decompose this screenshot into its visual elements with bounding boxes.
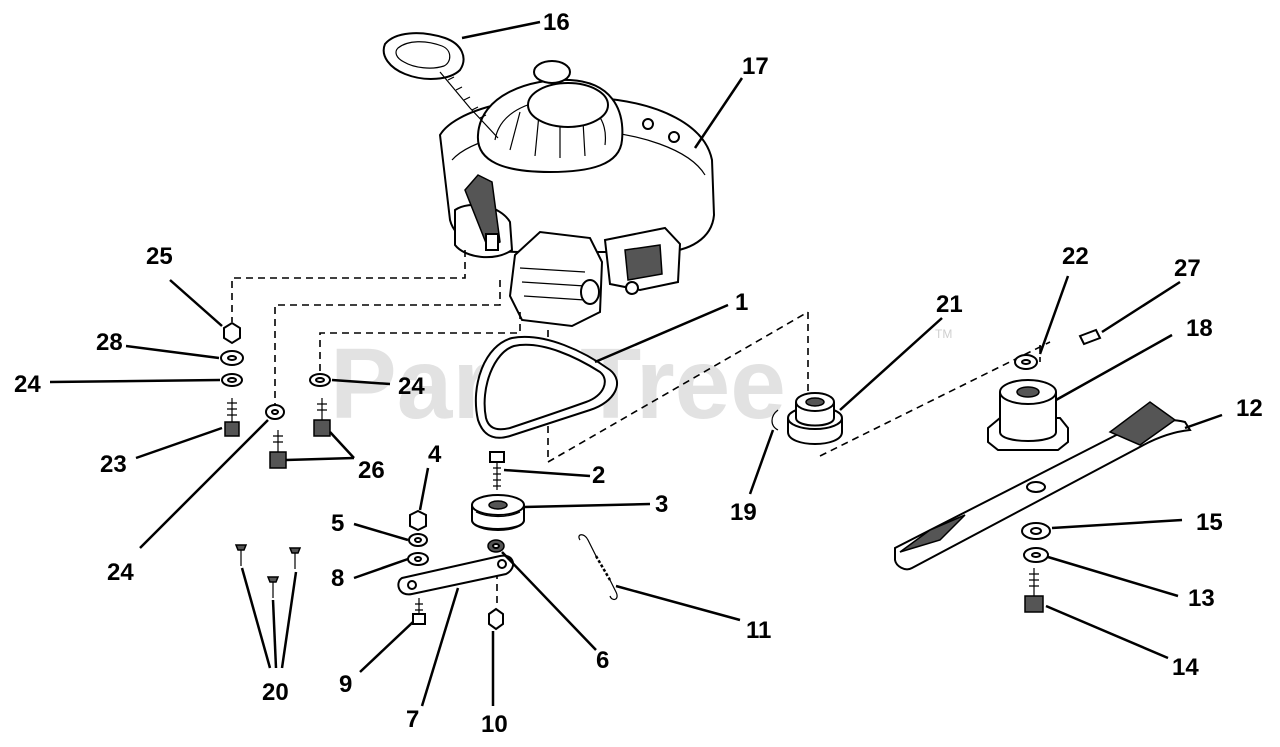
- nut-part-25[interactable]: [223, 321, 241, 345]
- blade-bolt-part-14[interactable]: [1024, 568, 1044, 613]
- screws-part-20[interactable]: [234, 544, 302, 598]
- callout-1[interactable]: 1: [735, 289, 748, 316]
- callout-24-right[interactable]: 24: [398, 373, 425, 400]
- small-parts-4-5-8[interactable]: [407, 509, 429, 566]
- callout-11[interactable]: 11: [746, 617, 771, 644]
- engine-part-17[interactable]: [438, 60, 716, 328]
- adapter-part-21[interactable]: [787, 392, 843, 445]
- callout-15[interactable]: 15: [1196, 509, 1223, 536]
- blade-part-12[interactable]: [894, 401, 1192, 571]
- callout-28[interactable]: 28: [96, 329, 123, 356]
- lockwasher-part-24-right[interactable]: [309, 373, 331, 387]
- leader-lines: [49, 20, 1223, 707]
- bolts-part-26[interactable]: [269, 398, 331, 469]
- nut-part-10[interactable]: [488, 607, 504, 631]
- callout-6[interactable]: 6: [596, 647, 609, 674]
- callout-7[interactable]: 7: [406, 706, 419, 733]
- washer-part-6[interactable]: [487, 539, 505, 553]
- washer-part-24-center[interactable]: [265, 404, 285, 420]
- callout-16[interactable]: 16: [543, 9, 570, 36]
- washer-part-22[interactable]: [1014, 354, 1038, 370]
- washer-part-28[interactable]: [220, 350, 244, 366]
- blade-hub-part-18[interactable]: [987, 379, 1069, 451]
- spring-part-11[interactable]: [578, 534, 618, 601]
- callout-23[interactable]: 23: [100, 451, 127, 478]
- callout-3[interactable]: 3: [655, 491, 668, 518]
- lockwasher-part-13[interactable]: [1023, 547, 1049, 563]
- key-part-27[interactable]: [1078, 328, 1102, 346]
- callout-12[interactable]: 12: [1236, 395, 1263, 422]
- clip-part-19[interactable]: [771, 409, 779, 431]
- callout-8[interactable]: 8: [331, 565, 344, 592]
- callout-18[interactable]: 18: [1186, 315, 1213, 342]
- callout-22[interactable]: 22: [1062, 243, 1089, 270]
- callout-9[interactable]: 9: [339, 671, 352, 698]
- bolt-part-2[interactable]: [489, 451, 505, 490]
- callout-19[interactable]: 19: [730, 499, 757, 526]
- callout-5[interactable]: 5: [331, 510, 344, 537]
- callout-13[interactable]: 13: [1188, 585, 1215, 612]
- callout-21[interactable]: 21: [936, 291, 963, 318]
- callout-10[interactable]: 10: [481, 711, 508, 738]
- lockwasher-part-24-left[interactable]: [221, 373, 243, 387]
- callout-24-bottom[interactable]: 24: [107, 559, 134, 586]
- callout-17[interactable]: 17: [742, 53, 769, 80]
- callout-24-left[interactable]: 24: [14, 371, 41, 398]
- callout-26[interactable]: 26: [358, 457, 385, 484]
- callout-25[interactable]: 25: [146, 243, 173, 270]
- bolt-part-9[interactable]: [412, 598, 426, 625]
- idler-pulley-part-3[interactable]: [471, 494, 525, 531]
- watermark-trademark: TM: [935, 327, 952, 341]
- belt-part-1[interactable]: [474, 335, 619, 439]
- washer-part-15[interactable]: [1021, 522, 1051, 540]
- callout-4[interactable]: 4: [428, 441, 442, 468]
- callout-27[interactable]: 27: [1174, 255, 1201, 282]
- bolt-part-23[interactable]: [224, 398, 240, 437]
- callout-2[interactable]: 2: [592, 462, 605, 489]
- callout-20[interactable]: 20: [262, 679, 289, 706]
- dipstick-part-16[interactable]: [382, 32, 499, 139]
- engine-assembly-lines: [231, 250, 1051, 463]
- callout-14[interactable]: 14: [1172, 654, 1199, 681]
- callout-labels: 1 2 3 4 5 6 7 8 9 10 11 12 13 14 15 16 1…: [14, 9, 1263, 738]
